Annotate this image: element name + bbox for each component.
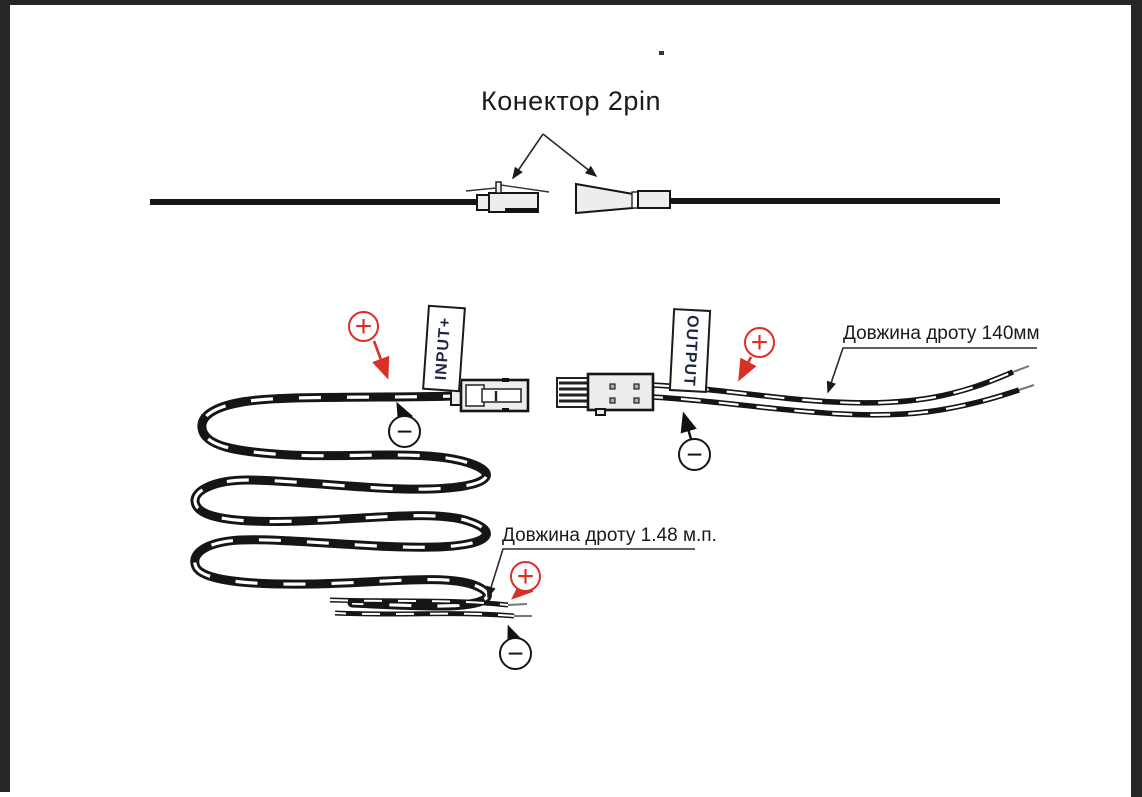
plus-marker-input: + <box>348 311 379 342</box>
male-connector <box>450 378 530 413</box>
input-flag: INPUT+ <box>422 304 466 393</box>
minus-marker-input: − <box>388 415 421 448</box>
wire-length-label-140mm: Довжина дроту 140мм <box>843 323 1040 344</box>
page-frame-right <box>1131 0 1142 797</box>
top-cable <box>150 181 1000 215</box>
plus-marker-wire-end: + <box>510 561 541 592</box>
output-wires <box>650 365 1035 418</box>
page-frame-left <box>0 0 10 792</box>
coiled-cable <box>190 391 532 619</box>
title-pointer-arrows <box>512 133 598 180</box>
output-flag: OUTPUT <box>668 308 712 393</box>
input-flag-label: INPUT+ <box>432 316 455 381</box>
page-dot <box>659 51 664 55</box>
page-frame-top <box>0 0 1142 5</box>
minus-marker-output: − <box>678 438 711 471</box>
output-flag-label: OUTPUT <box>680 314 701 387</box>
wire-length-label-148m: Довжина дроту 1.48 м.п. <box>502 525 717 546</box>
length-leader-lines <box>486 347 1037 599</box>
page-title: Конектор 2pin <box>481 86 661 116</box>
top-male-plug <box>465 181 550 213</box>
minus-marker-wire-end: − <box>499 637 532 670</box>
top-female-plug <box>575 182 671 215</box>
plus-marker-output: + <box>744 327 775 358</box>
female-connector <box>556 372 655 416</box>
